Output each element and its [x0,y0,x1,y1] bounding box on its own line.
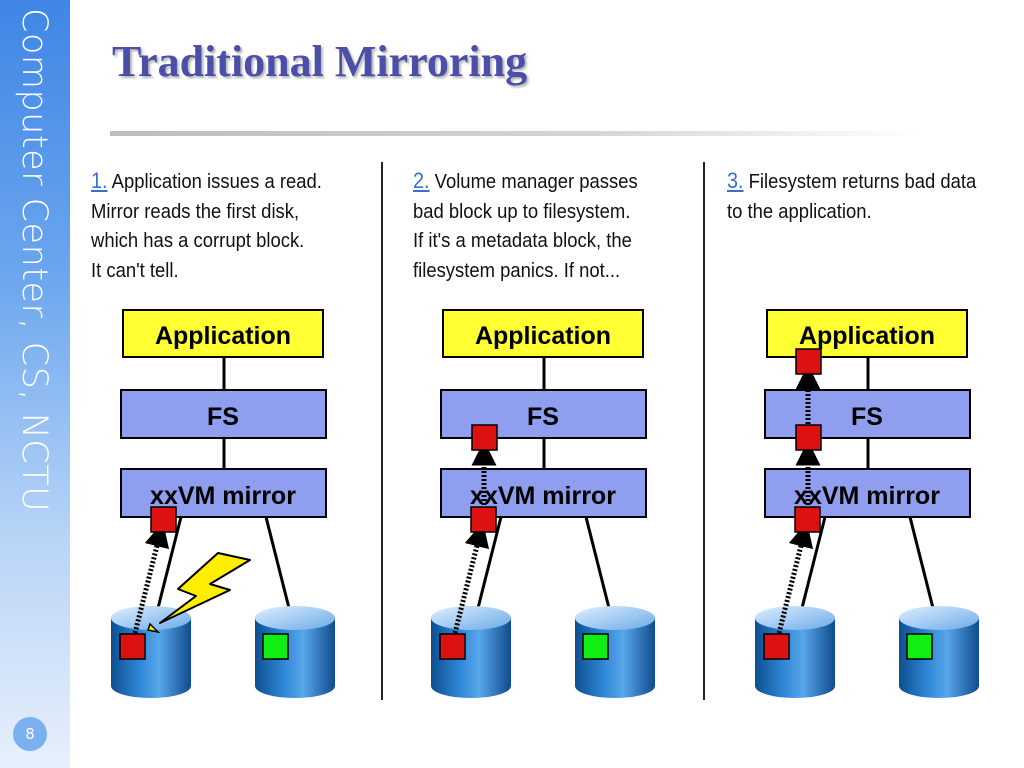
step-line: Filesystem returns bad data [748,170,977,193]
fs-label: FS [527,403,559,431]
good-block [906,633,933,660]
mirror-to-disk-line [584,516,612,613]
step-line: If it's a metadata block, the [413,229,632,252]
step-3-text: 3. Filesystem returns bad data to the ap… [727,166,976,226]
mirror-to-disk-line [475,516,503,613]
step-line: Volume manager passes [434,170,638,193]
step-line: Application issues a read. [111,170,322,193]
step-1-text: 1. Application issues a read. Mirror rea… [91,166,322,285]
application-box [766,309,968,358]
column-1-diagram: Application FS xxVM mirror [111,309,335,698]
read-arrow [776,521,814,634]
mirror-label: xxVM mirror [794,482,940,510]
step-3-number: 3. [727,168,744,193]
mirror-to-disk-line [264,516,292,613]
column-divider [381,162,383,700]
bad-block [795,424,822,451]
column-divider [703,162,705,700]
fs-box [120,389,327,439]
step-line: to the application. [727,199,872,223]
lightning-bolt-icon [159,552,251,624]
bad-block [795,348,822,375]
mirror-to-disk-line [908,516,936,613]
bad-block [439,633,466,660]
step-2-text: 2. Volume manager passes bad block up to… [413,166,638,285]
application-label: Application [155,322,291,350]
application-label: Application [475,322,611,350]
page-number: 8 [13,717,47,751]
fs-label: FS [851,403,883,431]
read-arrow [452,521,490,634]
bad-block [470,506,497,533]
step-line: Mirror reads the first disk, [91,199,300,223]
read-arrow [132,521,170,634]
lightning-tip [147,622,161,634]
mirror-label: xxVM mirror [150,482,296,510]
bad-block [794,506,821,533]
title-divider [110,131,920,136]
column-3-diagram: Application FS xxVM mirror [755,309,979,698]
sidebar: Computer Center, CS, NCTU [0,0,70,768]
fs-label: FS [207,403,239,431]
application-box [122,309,324,358]
bad-block [119,633,146,660]
step-line: bad block up to filesystem. [413,199,631,223]
step-line: It can't tell. [91,258,179,282]
step-line: which has a corrupt block. [91,229,305,252]
step-line: filesystem panics. If not... [413,258,621,282]
column-2-diagram: Application FS xxVM mirror [431,309,655,698]
bad-block [471,424,498,451]
mirror-to-disk-line [155,516,183,613]
mirror-to-disk-line [799,516,827,613]
application-box [442,309,644,358]
bad-block [150,506,177,533]
good-block [582,633,609,660]
good-block [262,633,289,660]
application-label: Application [799,322,935,350]
step-1-number: 1. [91,168,108,193]
page-title: Traditional Mirroring [112,37,528,86]
bad-block [763,633,790,660]
step-2-number: 2. [413,168,430,193]
mirror-label: xxVM mirror [470,482,616,510]
